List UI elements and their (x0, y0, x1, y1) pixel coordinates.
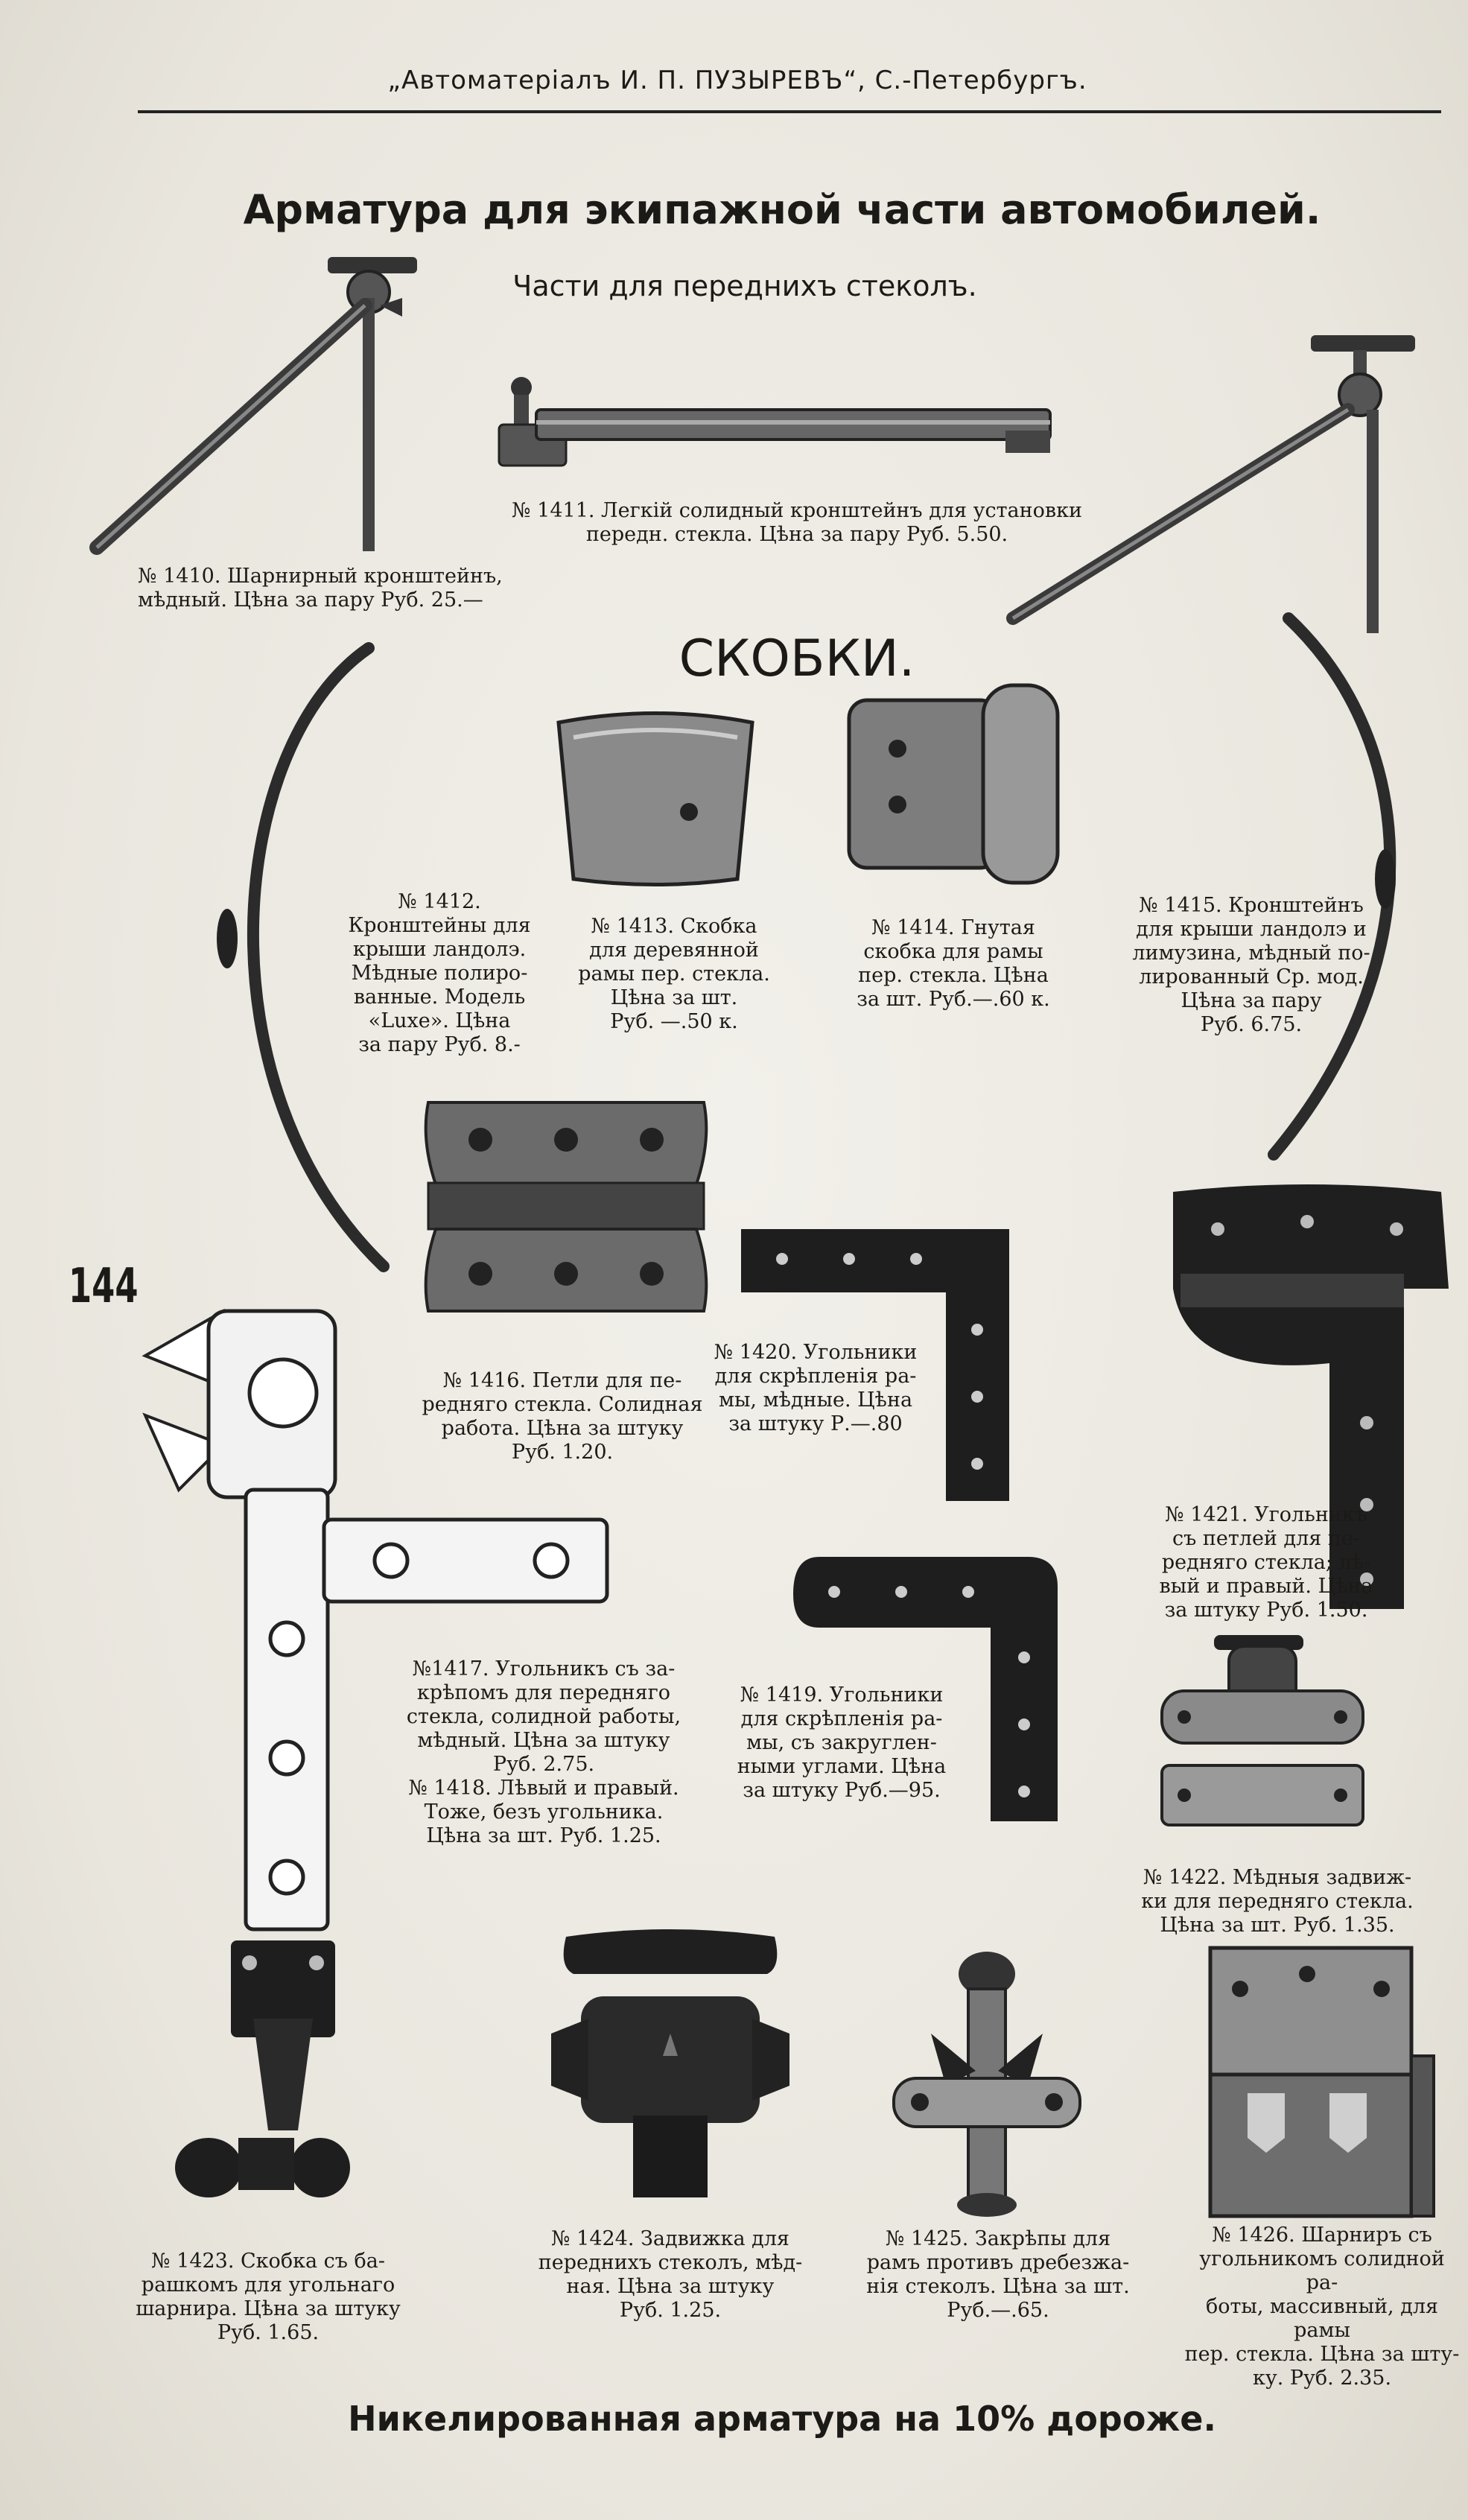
hinge-1416-illustration (424, 1101, 708, 1313)
page-subtitle: Части для переднихъ стеколъ. (512, 270, 977, 302)
caption-1416: № 1416. Петли для пе-редняго стекла. Сол… (422, 1369, 703, 1464)
section-title-brackets: СКОБКИ. (679, 629, 915, 688)
header-rule (138, 110, 1441, 113)
caption-1410: № 1410. Шарнирный кронштейнъ,мѣдный. Цѣн… (138, 565, 503, 612)
corner-1419-illustration (793, 1557, 1058, 1821)
corner-clamp-1417-illustration (142, 1308, 609, 1932)
page-header: „Автоматеріалъ И. П. ПУЗЫРЕВЪ“, С.-Петер… (387, 66, 1087, 95)
caption-1417: №1417. Угольникъ съ за-крѣпомъ для перед… (406, 1657, 681, 1776)
caption-1423: № 1423. Скобка съ ба-рашкомъ для угольна… (136, 2250, 401, 2344)
landau-bracket-1415-illustration (1268, 612, 1396, 1161)
latch-1422-illustration (1160, 1635, 1364, 1826)
caption-1418: № 1418. Лѣвый и правый.Тоже, безъ угольн… (408, 1777, 679, 1847)
corner-1420-illustration (741, 1229, 1009, 1501)
bracket-1410-illustration (89, 257, 417, 555)
corner-hinge-1421-illustration (1173, 1184, 1449, 1609)
clip-1414-illustration (847, 683, 1060, 885)
caption-1422: № 1422. Мѣдныя задвиж-ки для передняго с… (1141, 1866, 1414, 1937)
clip-1413-illustration (556, 711, 754, 886)
page-number: 144 (69, 1259, 139, 1314)
bracket-1411-illustration (498, 377, 1052, 467)
page-footer: Никелированная арматура на 10% дороже. (348, 2399, 1216, 2439)
caption-1411: № 1411. Легкій солидный кронштейнъ для у… (512, 499, 1082, 546)
clamp-screw-1425-illustration (892, 1952, 1081, 2217)
page-title: Арматура для экипажной части автомобилей… (243, 186, 1321, 233)
bracket-1415-top-illustration (1006, 335, 1415, 633)
wingnut-clip-1423-illustration (175, 1940, 350, 2197)
latch-1424-illustration (551, 1929, 789, 2197)
landau-bracket-1412-illustration (217, 642, 390, 1272)
hinge-corner-1426-illustration (1208, 1946, 1435, 2218)
